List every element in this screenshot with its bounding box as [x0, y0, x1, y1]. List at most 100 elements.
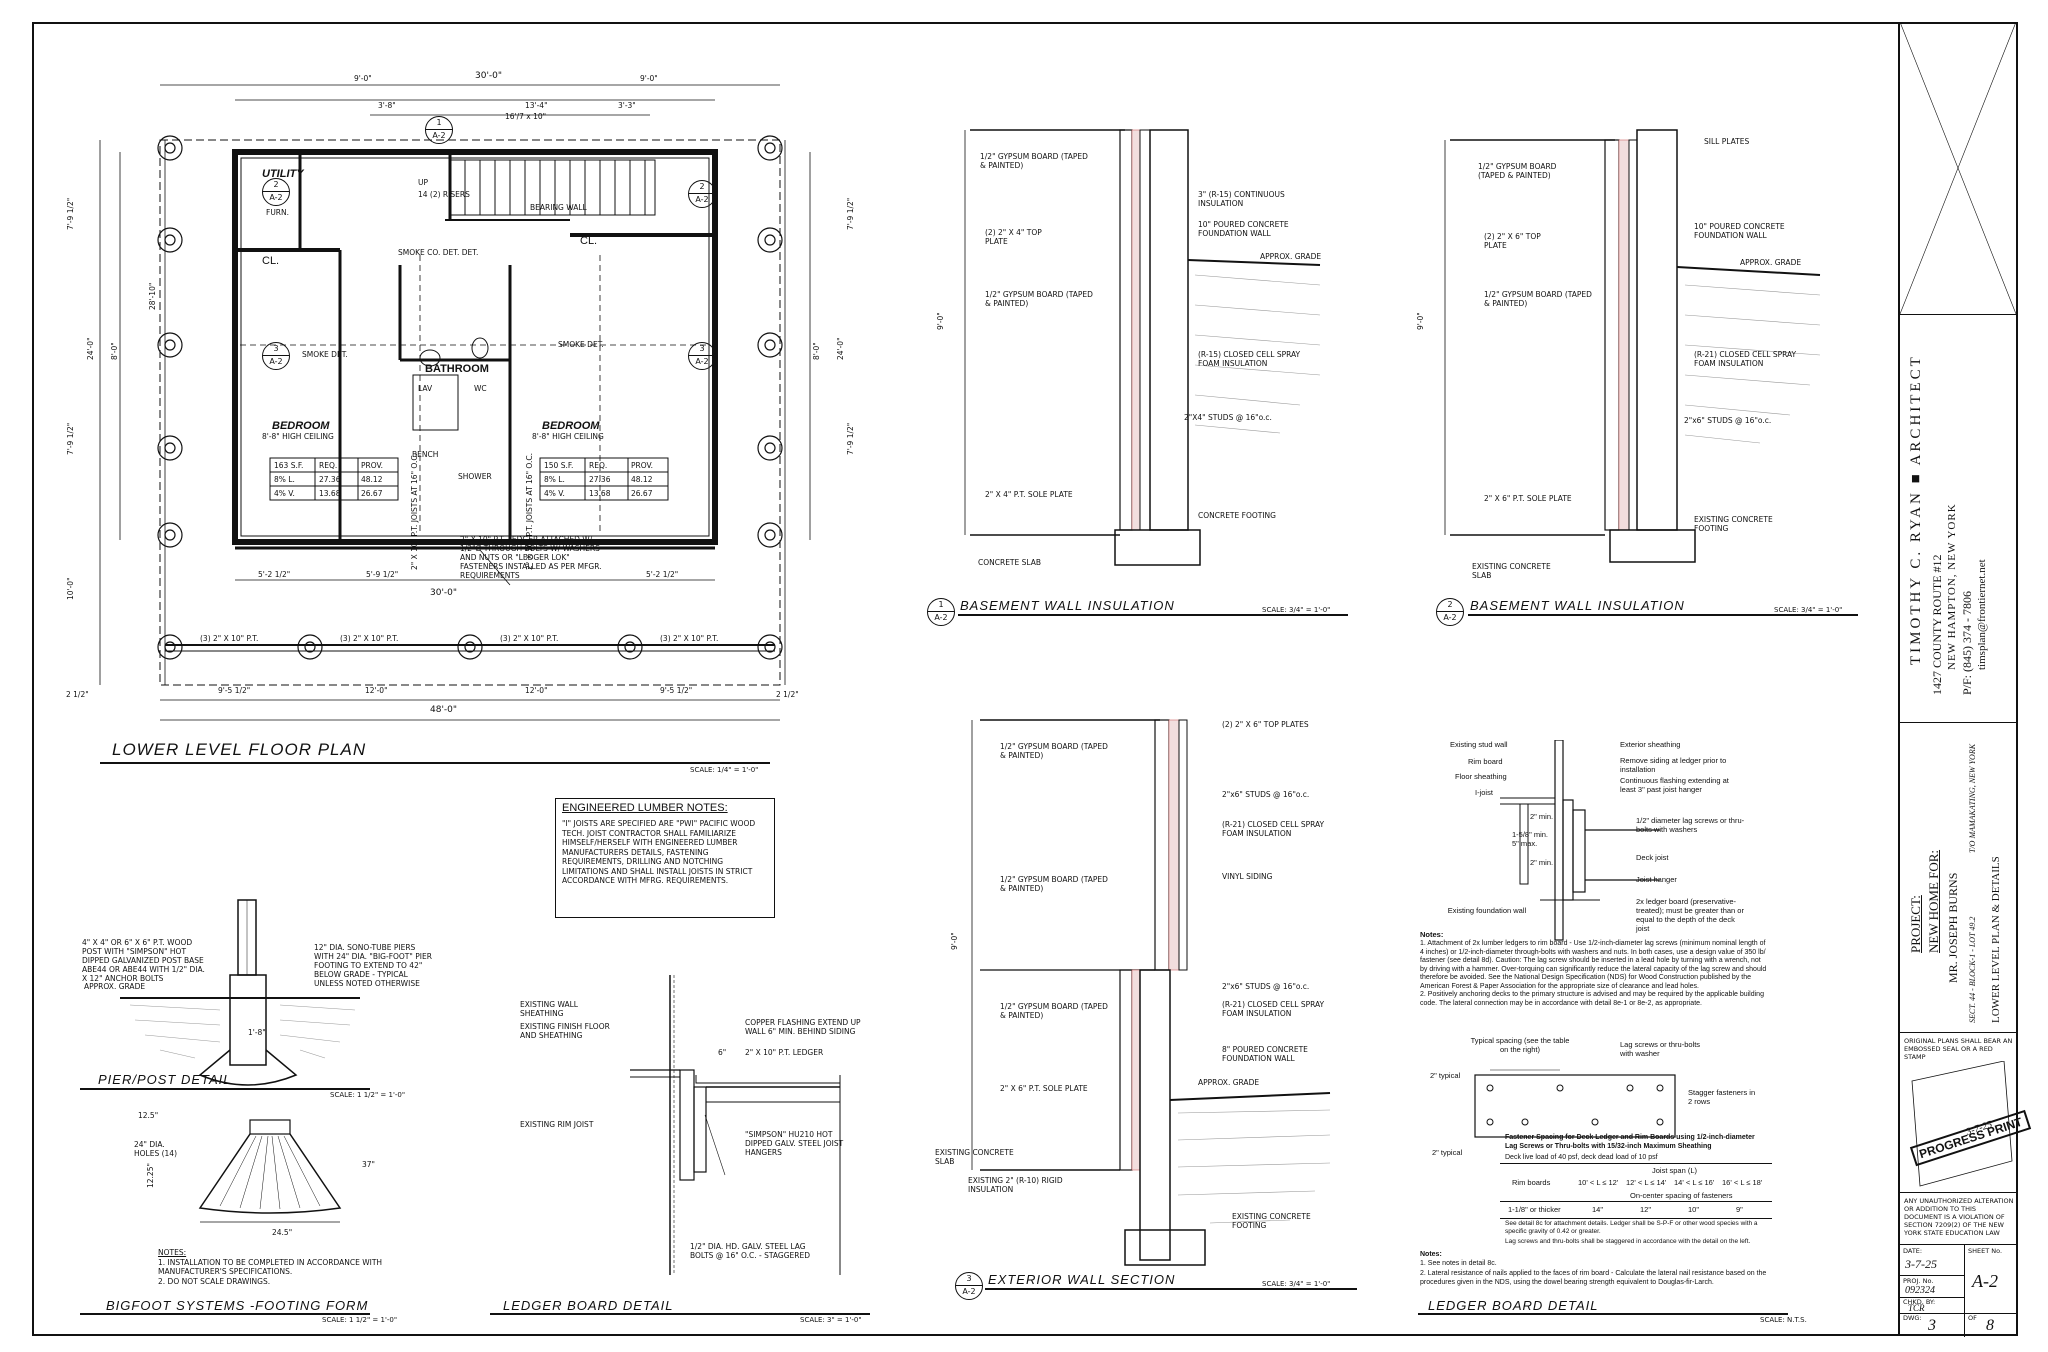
section-1-sheet: A-2 — [934, 613, 948, 622]
dim-top-total: 30'-0" — [475, 71, 503, 81]
ledger-dim: 6" — [718, 1048, 727, 1057]
ledger2-right-label-1: Remove siding at ledger prior to install… — [1620, 756, 1727, 774]
section-1-left-label-0: 1/2" GYPSUM BOARD (TAPED & PAINTED) — [980, 152, 1088, 170]
bigfoot-note-2: 2. DO NOT SCALE DRAWINGS. — [158, 1277, 271, 1286]
fastener-table-row-2: 12" — [1640, 1205, 1652, 1214]
ledger2-note-1: 1. Attachment of 2x lumber ledgers to ri… — [1420, 940, 1767, 990]
fastener-table-col-2: 12' < L ≤ 14' — [1626, 1178, 1667, 1187]
section-3-right-label-3: VINYL SIDING — [1222, 872, 1273, 881]
fastener-label-2: 2" typical — [1430, 1071, 1461, 1080]
section-1-left-label-2: 1/2" GYPSUM BOARD (TAPED & PAINTED) — [985, 290, 1093, 308]
ledger2-dim-1: 1-5/8" min. 5" max. — [1512, 830, 1549, 848]
bigfoot-holes: 24" DIA. HOLES (14) — [134, 1140, 178, 1158]
bedroom-right-table-cell: 48.12 — [631, 475, 653, 484]
bedroom-left-table-cell: 27.36 — [319, 475, 341, 484]
bigfoot-title-underline — [80, 1313, 370, 1315]
ledger-scale: SCALE: 3" = 1'-0" — [800, 1316, 862, 1324]
dim-lower-left: 5'-2 1/2" — [258, 570, 291, 579]
floor-plan-drawing — [99, 84, 811, 721]
fastener-table-col-3: 14' < L ≤ 16' — [1674, 1178, 1715, 1187]
room-closet-1: CL. — [262, 255, 280, 267]
section-2-num: 2 — [1437, 599, 1463, 612]
client-name: MR. JOSEPH BURNS — [1946, 872, 1960, 983]
section-3-left-label-2: 1/2" GYPSUM BOARD (TAPED & PAINTED) — [1000, 1002, 1108, 1020]
dim-left-b: 7'-9 1/2" — [66, 422, 75, 455]
dim-left-c: 28'-10" — [148, 282, 157, 310]
dim-bottom-mid: 12'-0" — [365, 686, 388, 695]
ledger-label-wall-sheathing: EXISTING WALL SHEATHING — [520, 1000, 578, 1018]
ledger2-right-label-4: Deck joist — [1636, 853, 1669, 862]
chkd-label: CHKD. BY: — [1903, 1298, 1936, 1306]
fixture-bench: BENCH — [412, 450, 439, 459]
bedroom-right-table-cell: REQ. — [589, 461, 608, 470]
pier-scale: SCALE: 1 1/2" = 1'-0" — [330, 1091, 406, 1099]
ledger-2-underline — [1418, 1313, 1788, 1315]
bedroom-left-name: BEDROOM — [272, 420, 330, 432]
fastener-table-row-4: 9" — [1736, 1205, 1743, 1214]
ledger-label-copper-flashing: COPPER FLASHING EXTEND UP WALL 6" MIN. B… — [745, 1018, 861, 1036]
section-2-right-label-0: SILL PLATES — [1704, 137, 1750, 146]
stair-up-label: UP — [418, 178, 429, 187]
pier-width-dim: 1'-8" — [248, 1028, 266, 1037]
section-1-title: BASEMENT WALL INSULATION — [960, 598, 1175, 613]
bedroom-right-table-cell: 27.36 — [589, 475, 611, 484]
fastener-label-0: Typical spacing (see the table on the ri… — [1470, 1036, 1570, 1054]
fastener-label-1: Lag screws or thru-bolts with washer — [1620, 1040, 1701, 1058]
fastener-table-row-3: 10" — [1688, 1205, 1700, 1214]
project-block: PROJECT: NEW HOME FOR: MR. JOSEPH BURNS … — [1900, 722, 2018, 1032]
piers — [157, 135, 783, 660]
section-2-title: BASEMENT WALL INSULATION — [1470, 598, 1685, 613]
bedroom-left-table-cell: 4% V. — [274, 489, 295, 498]
architect-city: NEW HAMPTON, NEW YORK — [1946, 503, 1958, 670]
bigfoot-top-dim: 12.5" — [138, 1111, 159, 1120]
bedroom-right-table-cell: PROV. — [631, 461, 654, 470]
fastener-table-row-0: 1-1/8" or thicker — [1508, 1205, 1561, 1214]
dwg-label: DWG: — [1903, 1314, 1922, 1322]
ledger-label-lag-bolts: 1/2" DIA. HD. GALV. STEEL LAG BOLTS @ 16… — [690, 1242, 810, 1260]
sheet-title: LOWER LEVEL PLAN & DETAILS — [1990, 856, 2002, 1023]
room-bathroom: BATHROOM — [425, 363, 489, 375]
bigfoot-title: BIGFOOT SYSTEMS -FOOTING FORM — [106, 1298, 369, 1313]
section-1-drawing — [964, 129, 1321, 566]
section-3-right-label-2: (R-21) CLOSED CELL SPRAY FOAM INSULATION — [1222, 820, 1325, 838]
dim-left-total: 24'-0" — [86, 337, 95, 360]
fastener-table-col-0: Rim boards — [1512, 1178, 1551, 1187]
project-lot: SECT. 44 - BLOCK-1 - LOT 49.2 — [1968, 916, 1977, 1023]
bigfoot-notes-title: NOTES: — [158, 1248, 187, 1257]
ledger2-right-label-3: 1/2" diameter lag screws or thru-bolts w… — [1636, 816, 1745, 834]
seal-block: ORIGINAL PLANS SHALL BEAR AN EMBOSSED SE… — [1900, 1032, 2032, 1192]
bedroom-left-table-cell: 8% L. — [274, 475, 295, 484]
dim-top-b: 3'-3" — [618, 101, 636, 110]
pier-post-drawing — [120, 899, 360, 1086]
dim-right-a: 7'-9 1/2" — [846, 197, 855, 230]
bedroom-right-table-cell: 8% L. — [544, 475, 565, 484]
project-label: PROJECT: — [1908, 895, 1923, 953]
project-name: NEW HOME FOR: — [1926, 849, 1941, 953]
pier-grade-label: APPROX. GRADE — [84, 982, 146, 991]
ledger2-left-label-2: Floor sheathing — [1455, 772, 1507, 781]
dim-far-left-a: 2 1/2" — [66, 690, 89, 699]
section-1-right-label-5: CONCRETE FOOTING — [1198, 511, 1276, 520]
fastener-table-sub: Deck live load of 40 psf, deck dead load… — [1505, 1154, 1658, 1161]
section-3-right-label-6: 8" POURED CONCRETE FOUNDATION WALL — [1222, 1045, 1308, 1063]
section-1-right-label-2: APPROX. GRADE — [1260, 252, 1322, 261]
floor-plan-title: LOWER LEVEL FLOOR PLAN — [112, 740, 367, 759]
beam-1: (3) 2" X 10" P.T. — [200, 634, 259, 643]
dim-bottom-total: 48'-0" — [430, 705, 458, 715]
stair — [449, 159, 656, 216]
ledger-attach-note: 2" X 10" P.T. LEDGER ATTACHED W/ 1/2"Ø T… — [460, 535, 602, 580]
fixture-wc: WC — [474, 384, 487, 393]
smoke-det-left: SMOKE DET. — [302, 350, 348, 359]
section-2-right-label-2: APPROX. GRADE — [1740, 258, 1802, 267]
ledger2-left-label-3: I-joist — [1475, 788, 1493, 797]
fastener-table-foot-1: See detail 8c for attachment details. Le… — [1505, 1220, 1758, 1235]
architect-block: TIMOTHY C. RYAN ■ ARCHITECT 1427 COUNTY … — [1900, 314, 2018, 722]
section-3-num: 3 — [956, 1273, 982, 1286]
dim-lower-right: 5'-2 1/2" — [646, 570, 679, 579]
bearing-wall-label: BEARING WALL — [530, 203, 587, 212]
bedroom-left-table-cell: 26.67 — [361, 489, 383, 498]
